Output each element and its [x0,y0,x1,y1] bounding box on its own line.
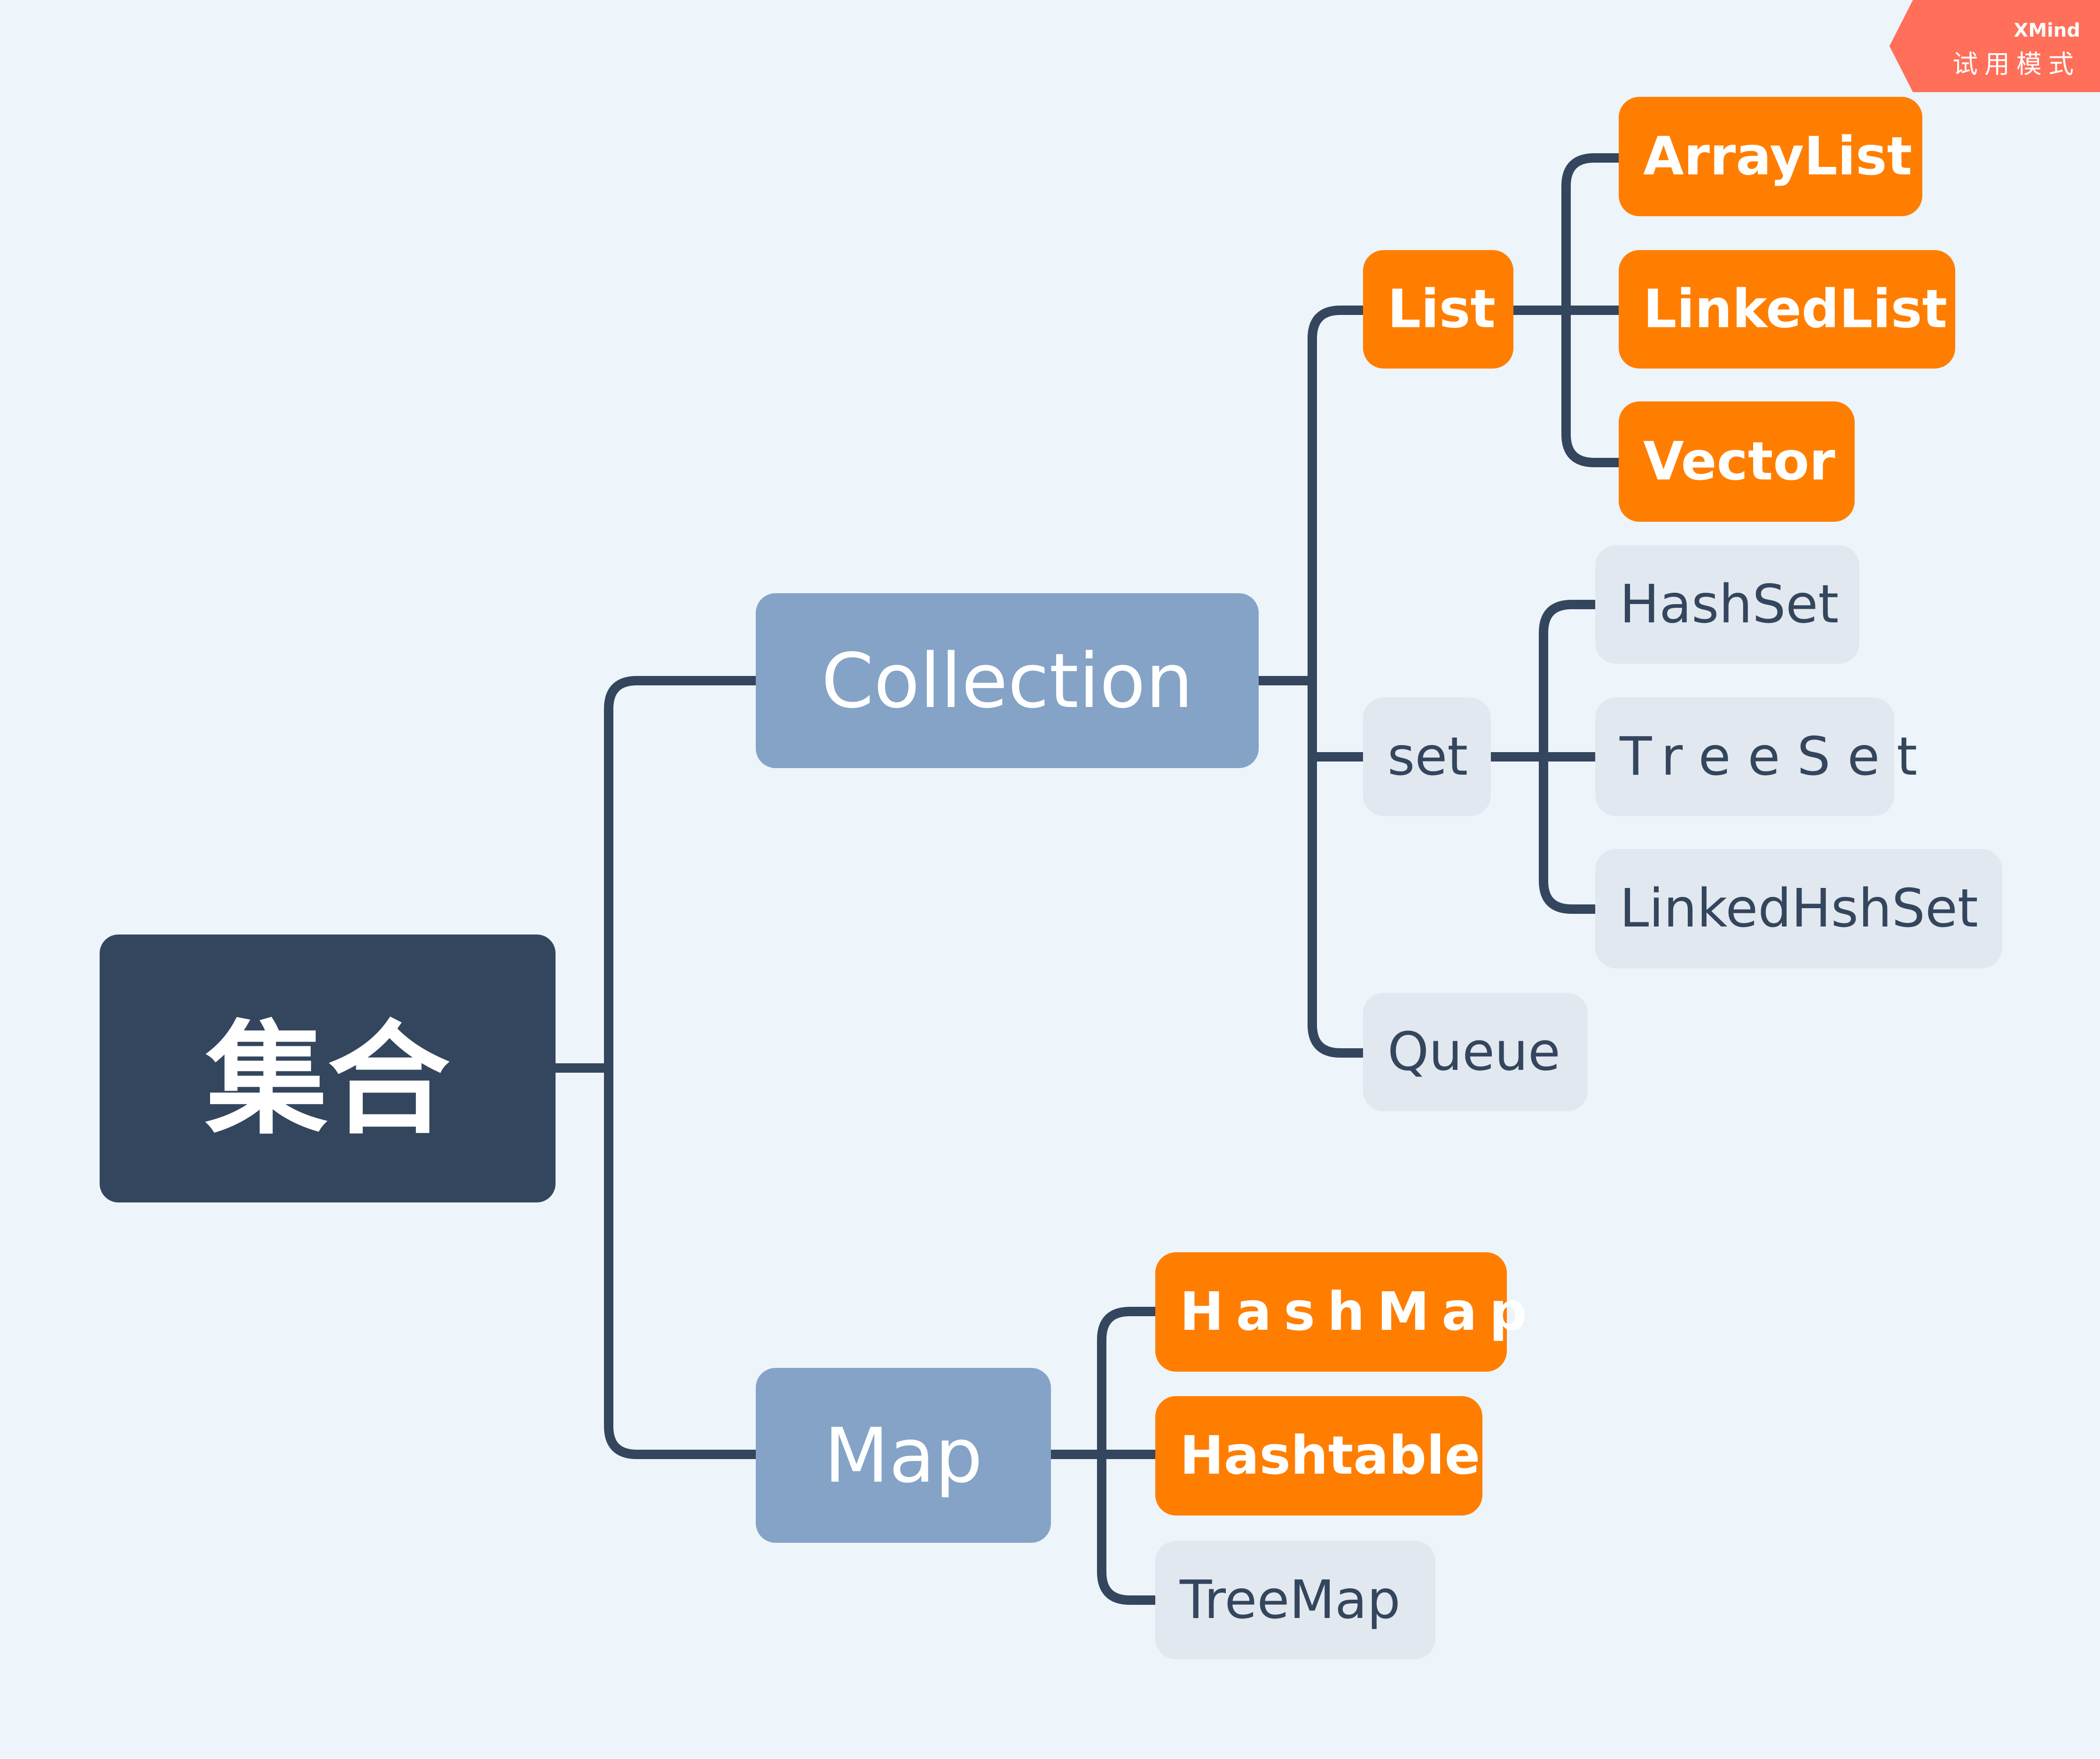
topic-treeset[interactable]: TreeSet [1595,698,1917,816]
topic-list-label: List [1387,279,1496,340]
topic-vector-label: Vector [1643,431,1835,492]
topic-treemap[interactable]: TreeMap [1155,1541,1435,1659]
topic-hashtable[interactable]: Hashtable [1155,1396,1482,1516]
topic-collection-label: Collection [821,636,1193,725]
topic-linkedhshset[interactable]: LinkedHshSet [1595,849,2002,968]
topic-treemap-label: TreeMap [1180,1570,1401,1631]
root-label: 集合 [205,1009,450,1151]
topic-linkedlist[interactable]: LinkedList [1619,250,1955,369]
root-topic[interactable]: 集合 [100,934,556,1202]
topic-set[interactable]: set [1363,698,1491,816]
topic-arraylist[interactable]: ArrayList [1619,97,1922,216]
topic-hashset-label: HashSet [1620,574,1839,635]
topic-list[interactable]: List [1363,250,1513,369]
topic-hashtable-label: Hashtable [1180,1425,1481,1486]
connector-root-collection [604,676,760,1459]
badge-mode: 试用模式 [1952,49,2080,79]
topic-queue-label: Queue [1387,1021,1560,1083]
xmind-trial-badge[interactable]: XMind 试用模式 [1889,0,2100,92]
topic-linkedlist-label: LinkedList [1643,279,1948,340]
topic-hashmap[interactable]: HashMap [1155,1252,1527,1372]
topic-linkedhshset-label: LinkedHshSet [1620,878,1978,939]
topic-collection[interactable]: Collection [756,593,1259,768]
topic-treeset-label: TreeSet [1620,726,1935,787]
topic-vector[interactable]: Vector [1619,401,1855,522]
topic-set-label: set [1387,726,1468,787]
topic-map-label: Map [824,1411,983,1500]
badge-ribbon-icon [1889,0,2100,92]
topic-queue[interactable]: Queue [1363,993,1588,1111]
topic-arraylist-label: ArrayList [1643,126,1912,187]
topic-hashmap-label: HashMap [1180,1281,1539,1343]
topic-map[interactable]: Map [756,1368,1051,1543]
topic-hashset[interactable]: HashSet [1595,545,1859,664]
connector-collection-children [1308,306,1368,1058]
badge-brand: XMind [2014,20,2080,41]
